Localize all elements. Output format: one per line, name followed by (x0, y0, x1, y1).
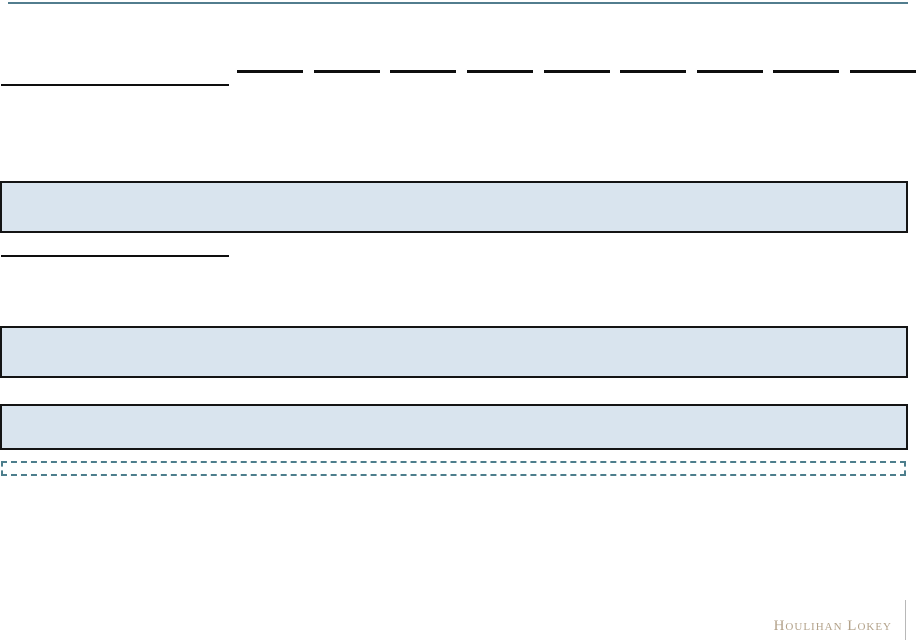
dashed-placeholder-box (1, 461, 906, 476)
top-accent-rule (8, 2, 908, 4)
footer-divider-line (905, 600, 906, 640)
company-logo: Houlihan Lokey (773, 618, 892, 634)
column-header-underline (850, 70, 916, 73)
column-header-underline (466, 70, 533, 73)
column-underline-row (237, 70, 916, 73)
column-header-underline (773, 70, 840, 73)
column-header-underline (237, 70, 303, 73)
section-title-underline (1, 84, 229, 86)
column-header-underline (390, 70, 457, 73)
column-header-underline (543, 70, 610, 73)
column-header-underline (313, 70, 380, 73)
column-header-underline (620, 70, 687, 73)
content-placeholder-box (0, 326, 908, 378)
column-header-underline (696, 70, 763, 73)
content-placeholder-box (0, 404, 908, 450)
content-placeholder-box (0, 181, 908, 233)
section-title-underline (1, 255, 229, 257)
